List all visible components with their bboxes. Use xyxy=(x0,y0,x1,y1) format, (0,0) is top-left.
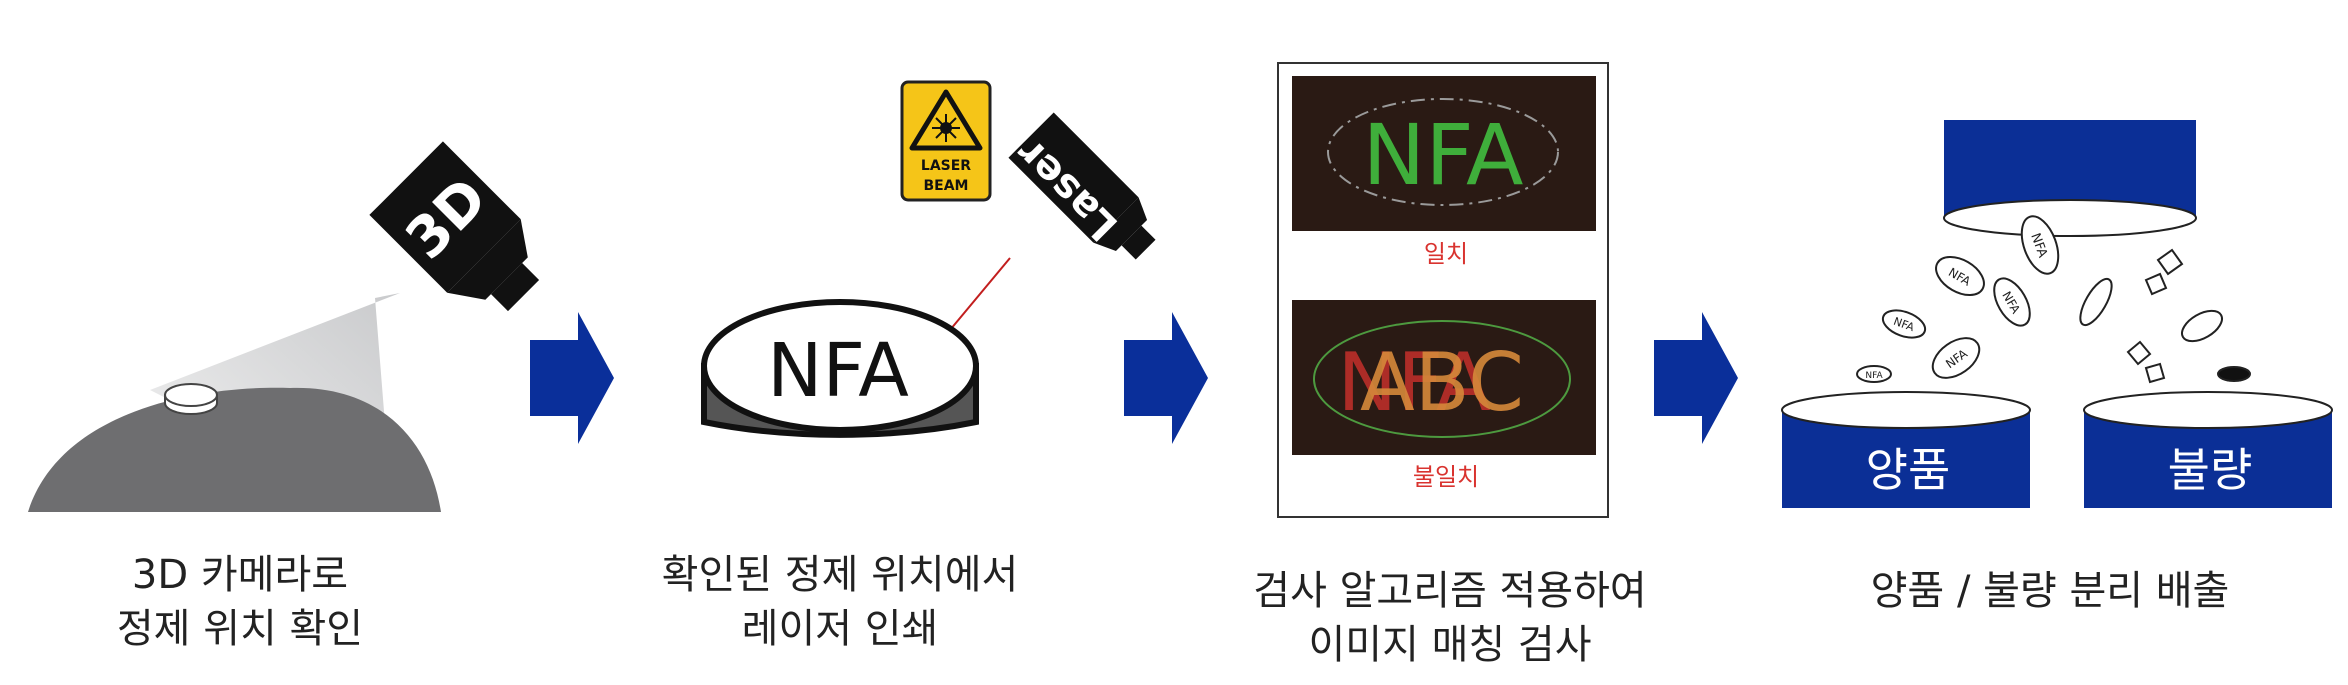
tablet-pill xyxy=(2079,277,2113,327)
tablet-pill: NFA xyxy=(1935,256,1985,296)
step-4-caption: 양품 / 불량 분리 배출 xyxy=(1800,564,2300,618)
mismatch-image: NFA ABC xyxy=(1292,300,1596,455)
tablet-pill: NFA xyxy=(1881,309,1927,339)
flow-arrow-icon xyxy=(1124,312,1208,444)
falling-tablets: NFA NFA NFA NFA NFA NFA xyxy=(1856,215,2251,384)
mismatch-label: 불일치 xyxy=(1413,463,1479,491)
bad-label: 불량 xyxy=(2168,443,2253,497)
step-4-sorting-scene: NFA NFA NFA NFA NFA NFA xyxy=(1781,120,2333,508)
match-label: 일치 xyxy=(1424,240,1468,268)
printed-tablet: NFA xyxy=(701,299,979,438)
hopper xyxy=(1943,120,2197,237)
pill-text: NFA xyxy=(1865,371,1883,381)
defect-tablet xyxy=(2217,366,2251,382)
tablet-pill: NFA xyxy=(2020,215,2060,275)
laser-warning-icon: LASER BEAM xyxy=(900,80,992,202)
tablet-on-dome xyxy=(164,383,218,415)
tablet-text: NFA xyxy=(767,328,909,414)
caption-line: 3D 카메라로 xyxy=(131,552,349,598)
camera-3d-icon: 3D xyxy=(369,141,540,312)
tablet-pill: NFA xyxy=(1993,277,2031,327)
step-2-caption: 확인된 정제 위치에서 레이저 인쇄 xyxy=(620,548,1060,656)
warning-sign-line-2: BEAM xyxy=(923,178,968,194)
tablet-pill: NFA xyxy=(1931,337,1981,379)
step-2-laser-scene: LASER BEAM Laser NFA xyxy=(701,80,1156,438)
inspection-dome xyxy=(28,387,441,512)
good-bin: 양품 xyxy=(1781,391,2031,508)
tablet-pill: NFA xyxy=(1856,365,1892,383)
caption-line: 레이저 인쇄 xyxy=(741,606,939,652)
match-image: NFA xyxy=(1292,76,1596,231)
caption-line: 이미지 매칭 검사 xyxy=(1308,622,1592,668)
bad-bin: 불량 xyxy=(2083,391,2333,508)
broken-tablet xyxy=(2126,248,2184,384)
mismatch-ghost-text: NFA xyxy=(1337,336,1491,429)
step-3-inspection-scene: NFA 일치 NFA ABC 불일치 xyxy=(1277,62,1609,518)
match-text: NFA xyxy=(1363,106,1524,204)
caption-line: 양품 / 불량 분리 배출 xyxy=(1870,568,2230,614)
laser-pointer-icon: Laser xyxy=(1007,112,1156,260)
flow-arrow-icon xyxy=(1654,312,1738,444)
tablet-pill xyxy=(2181,309,2223,343)
good-label: 양품 xyxy=(1866,443,1951,497)
flow-arrow-icon xyxy=(530,312,614,444)
caption-line: 확인된 정제 위치에서 xyxy=(661,552,1019,598)
caption-line: 정제 위치 확인 xyxy=(116,606,364,652)
step-3-caption: 검사 알고리즘 적용하여 이미지 매칭 검사 xyxy=(1200,564,1700,672)
step-1-caption: 3D 카메라로 정제 위치 확인 xyxy=(50,548,430,656)
step-1-camera-scene: 3D xyxy=(28,141,540,512)
caption-line: 검사 알고리즘 적용하여 xyxy=(1253,568,1647,614)
mismatch-text: ABC xyxy=(1360,336,1524,429)
warning-sign-line-1: LASER xyxy=(921,158,971,174)
